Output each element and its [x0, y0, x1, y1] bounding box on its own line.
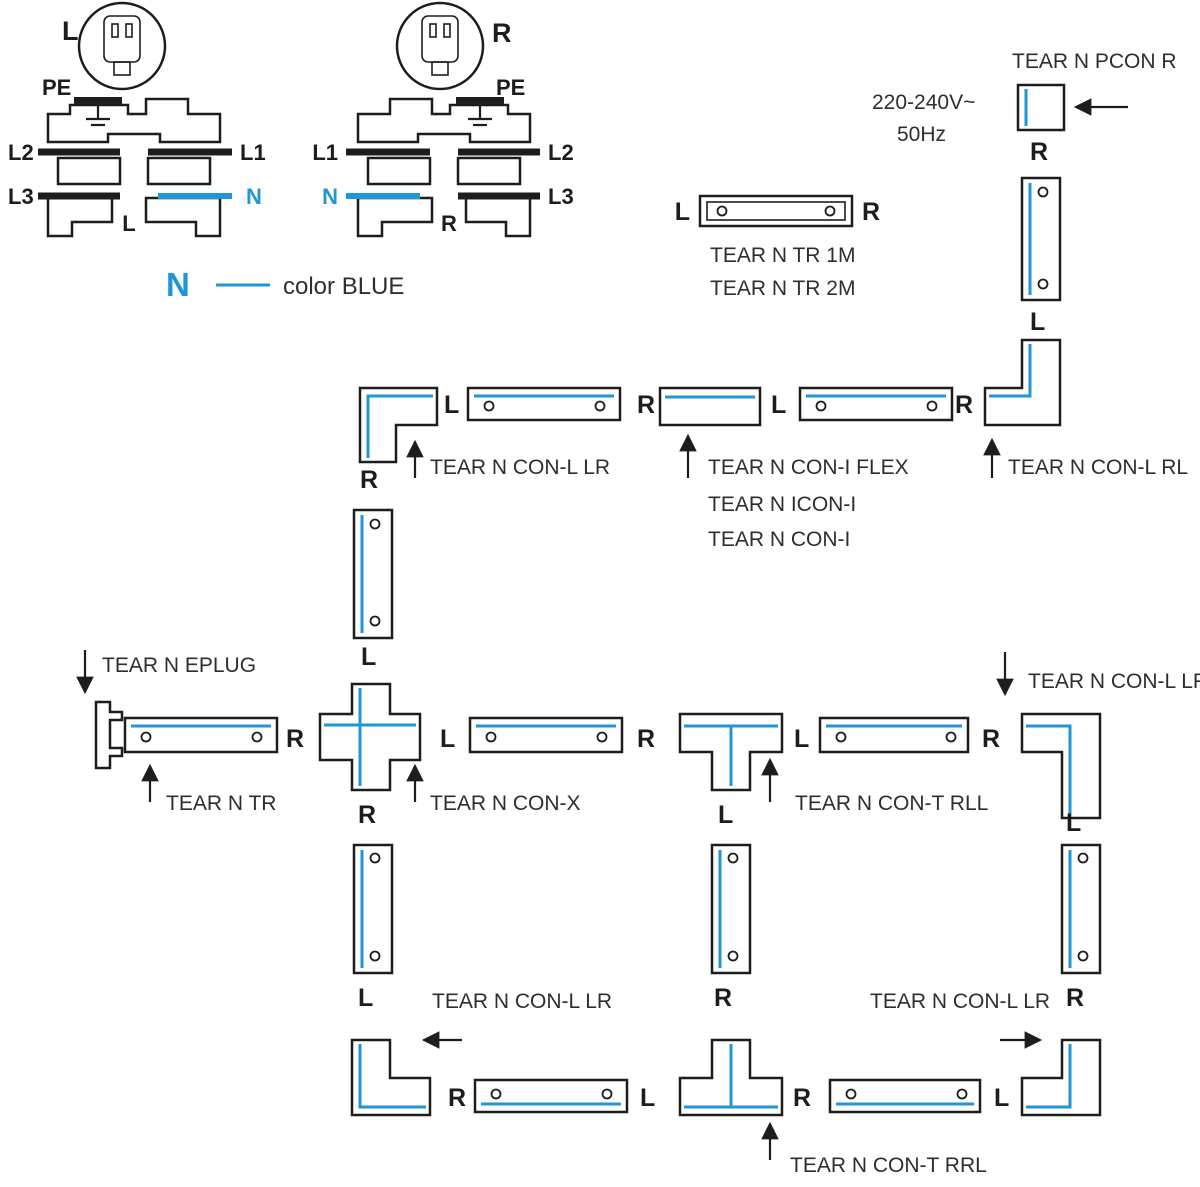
end-tr-right: R [862, 198, 880, 226]
end-cross-bottom: R [358, 801, 376, 829]
track-tr-sample [698, 194, 854, 228]
callout-tr-2m: TEAR N TR 2M [710, 277, 855, 300]
track-vertical-1 [352, 508, 394, 640]
track-vertical-2 [352, 843, 394, 975]
end-vtrack1: L [361, 643, 376, 671]
cross-connector [318, 682, 422, 792]
plug-left-label: L [62, 16, 79, 46]
callout-con-l-rl: TEAR N CON-L RL [1008, 456, 1188, 479]
pinout-right-end-label: R [441, 211, 457, 236]
pinout-left-l3-label: L3 [8, 184, 34, 209]
end-bottom-corner-left: R [448, 1084, 466, 1112]
end-row1-corner-right: L [444, 391, 459, 419]
end-tee1-stem: L [718, 801, 733, 829]
plug-right-label: R [492, 18, 512, 48]
pinout-left-drawing [38, 97, 232, 238]
pinout-left-pe-label: PE [42, 75, 71, 100]
end-vtrack4: R [1066, 984, 1084, 1012]
pinout-right-l2-label: L2 [548, 140, 574, 165]
callout-con-i: TEAR N CON-I [708, 528, 850, 551]
end-vtrack2: L [358, 984, 373, 1012]
callout-eplug: TEAR N EPLUG [102, 654, 256, 677]
end-tee1-right: L [794, 725, 809, 753]
pinout-right-pe-label: PE [496, 75, 525, 100]
callout-con-x: TEAR N CON-X [430, 792, 581, 815]
end-pcon: R [1030, 138, 1048, 166]
callout-tr-1m: TEAR N TR 1M [710, 244, 855, 267]
end-tr-left: L [675, 198, 690, 226]
end-row1-track1: R [637, 391, 655, 419]
pinout-right-l1-label: L1 [312, 140, 338, 165]
callout-con-l-lr-row1: TEAR N CON-L LR [430, 456, 610, 479]
end-row2-corner-bottom: L [1066, 809, 1081, 837]
track-vertical-3 [710, 843, 752, 975]
tee-connector-rll [678, 712, 784, 792]
track-feed-vertical [1020, 176, 1062, 302]
pinout-left-l2-label: L2 [8, 140, 34, 165]
legend-n-symbol: N [166, 266, 190, 303]
end-bottom-track2: L [994, 1084, 1009, 1112]
end-vtrack3: R [714, 984, 732, 1012]
legend-note: color BLUE [283, 273, 404, 300]
tee-connector-rrl [678, 1038, 784, 1117]
end-row1-corner-bottom: R [360, 466, 378, 494]
end-bottom-track1: L [640, 1084, 655, 1112]
end-row2-track1: R [286, 725, 304, 753]
track-bottom-1 [473, 1078, 629, 1114]
track-bottom-2 [828, 1078, 982, 1114]
plug-detail-left-icon [77, 1, 167, 91]
callout-con-t-rrl: TEAR N CON-T RRL [790, 1154, 987, 1177]
end-cross-right: L [440, 725, 455, 753]
pinout-right-n-label: N [322, 184, 338, 209]
coni-connector [658, 386, 762, 427]
track-vertical-4 [1060, 843, 1102, 975]
pinout-right-drawing [346, 97, 540, 238]
callout-con-l-lr-row2: TEAR N CON-L LR [1028, 670, 1200, 693]
callout-con-l-lr-bottom-right: TEAR N CON-L LR [870, 990, 1050, 1013]
end-feed-track: L [1030, 308, 1045, 336]
corner-connector-lr-row1 [358, 386, 439, 464]
pinout-left-n-label: N [246, 184, 262, 209]
track-row1-2 [798, 386, 954, 422]
corner-connector-bottom-left [350, 1038, 432, 1117]
track-row2-2 [468, 716, 624, 754]
power-frequency: 50Hz [897, 123, 946, 146]
callout-pcon: TEAR N PCON R [1012, 50, 1177, 73]
track-row2-1 [123, 716, 279, 754]
callout-tr: TEAR N TR [166, 792, 276, 815]
end-row2-track3: R [982, 725, 1000, 753]
track-row1-1 [466, 386, 622, 422]
pinout-left-l1-label: L1 [240, 140, 266, 165]
end-coni-right: L [771, 391, 786, 419]
corner-connector-lr-row2 [1020, 712, 1102, 820]
power-voltage: 220-240V~ [872, 91, 975, 114]
end-plug [94, 700, 124, 770]
plug-detail-right-icon [395, 1, 485, 91]
corner-connector-bottom-right [1020, 1038, 1102, 1117]
track-row2-3 [818, 716, 970, 754]
pinout-left-end-label: L [122, 211, 135, 236]
end-row2-track2: R [637, 725, 655, 753]
end-row1-track2: R [955, 391, 973, 419]
callout-con-t-rll: TEAR N CON-T RLL [795, 792, 988, 815]
pinout-right-l3-label: L3 [548, 184, 574, 209]
callout-icon-i: TEAR N ICON-I [708, 493, 856, 516]
corner-connector-rl [983, 338, 1062, 427]
callout-con-l-lr-bottom-left: TEAR N CON-L LR [432, 990, 612, 1013]
end-tee2-right: R [793, 1084, 811, 1112]
callout-con-i-flex: TEAR N CON-I FLEX [708, 456, 909, 479]
pcon-connector [1016, 83, 1066, 132]
